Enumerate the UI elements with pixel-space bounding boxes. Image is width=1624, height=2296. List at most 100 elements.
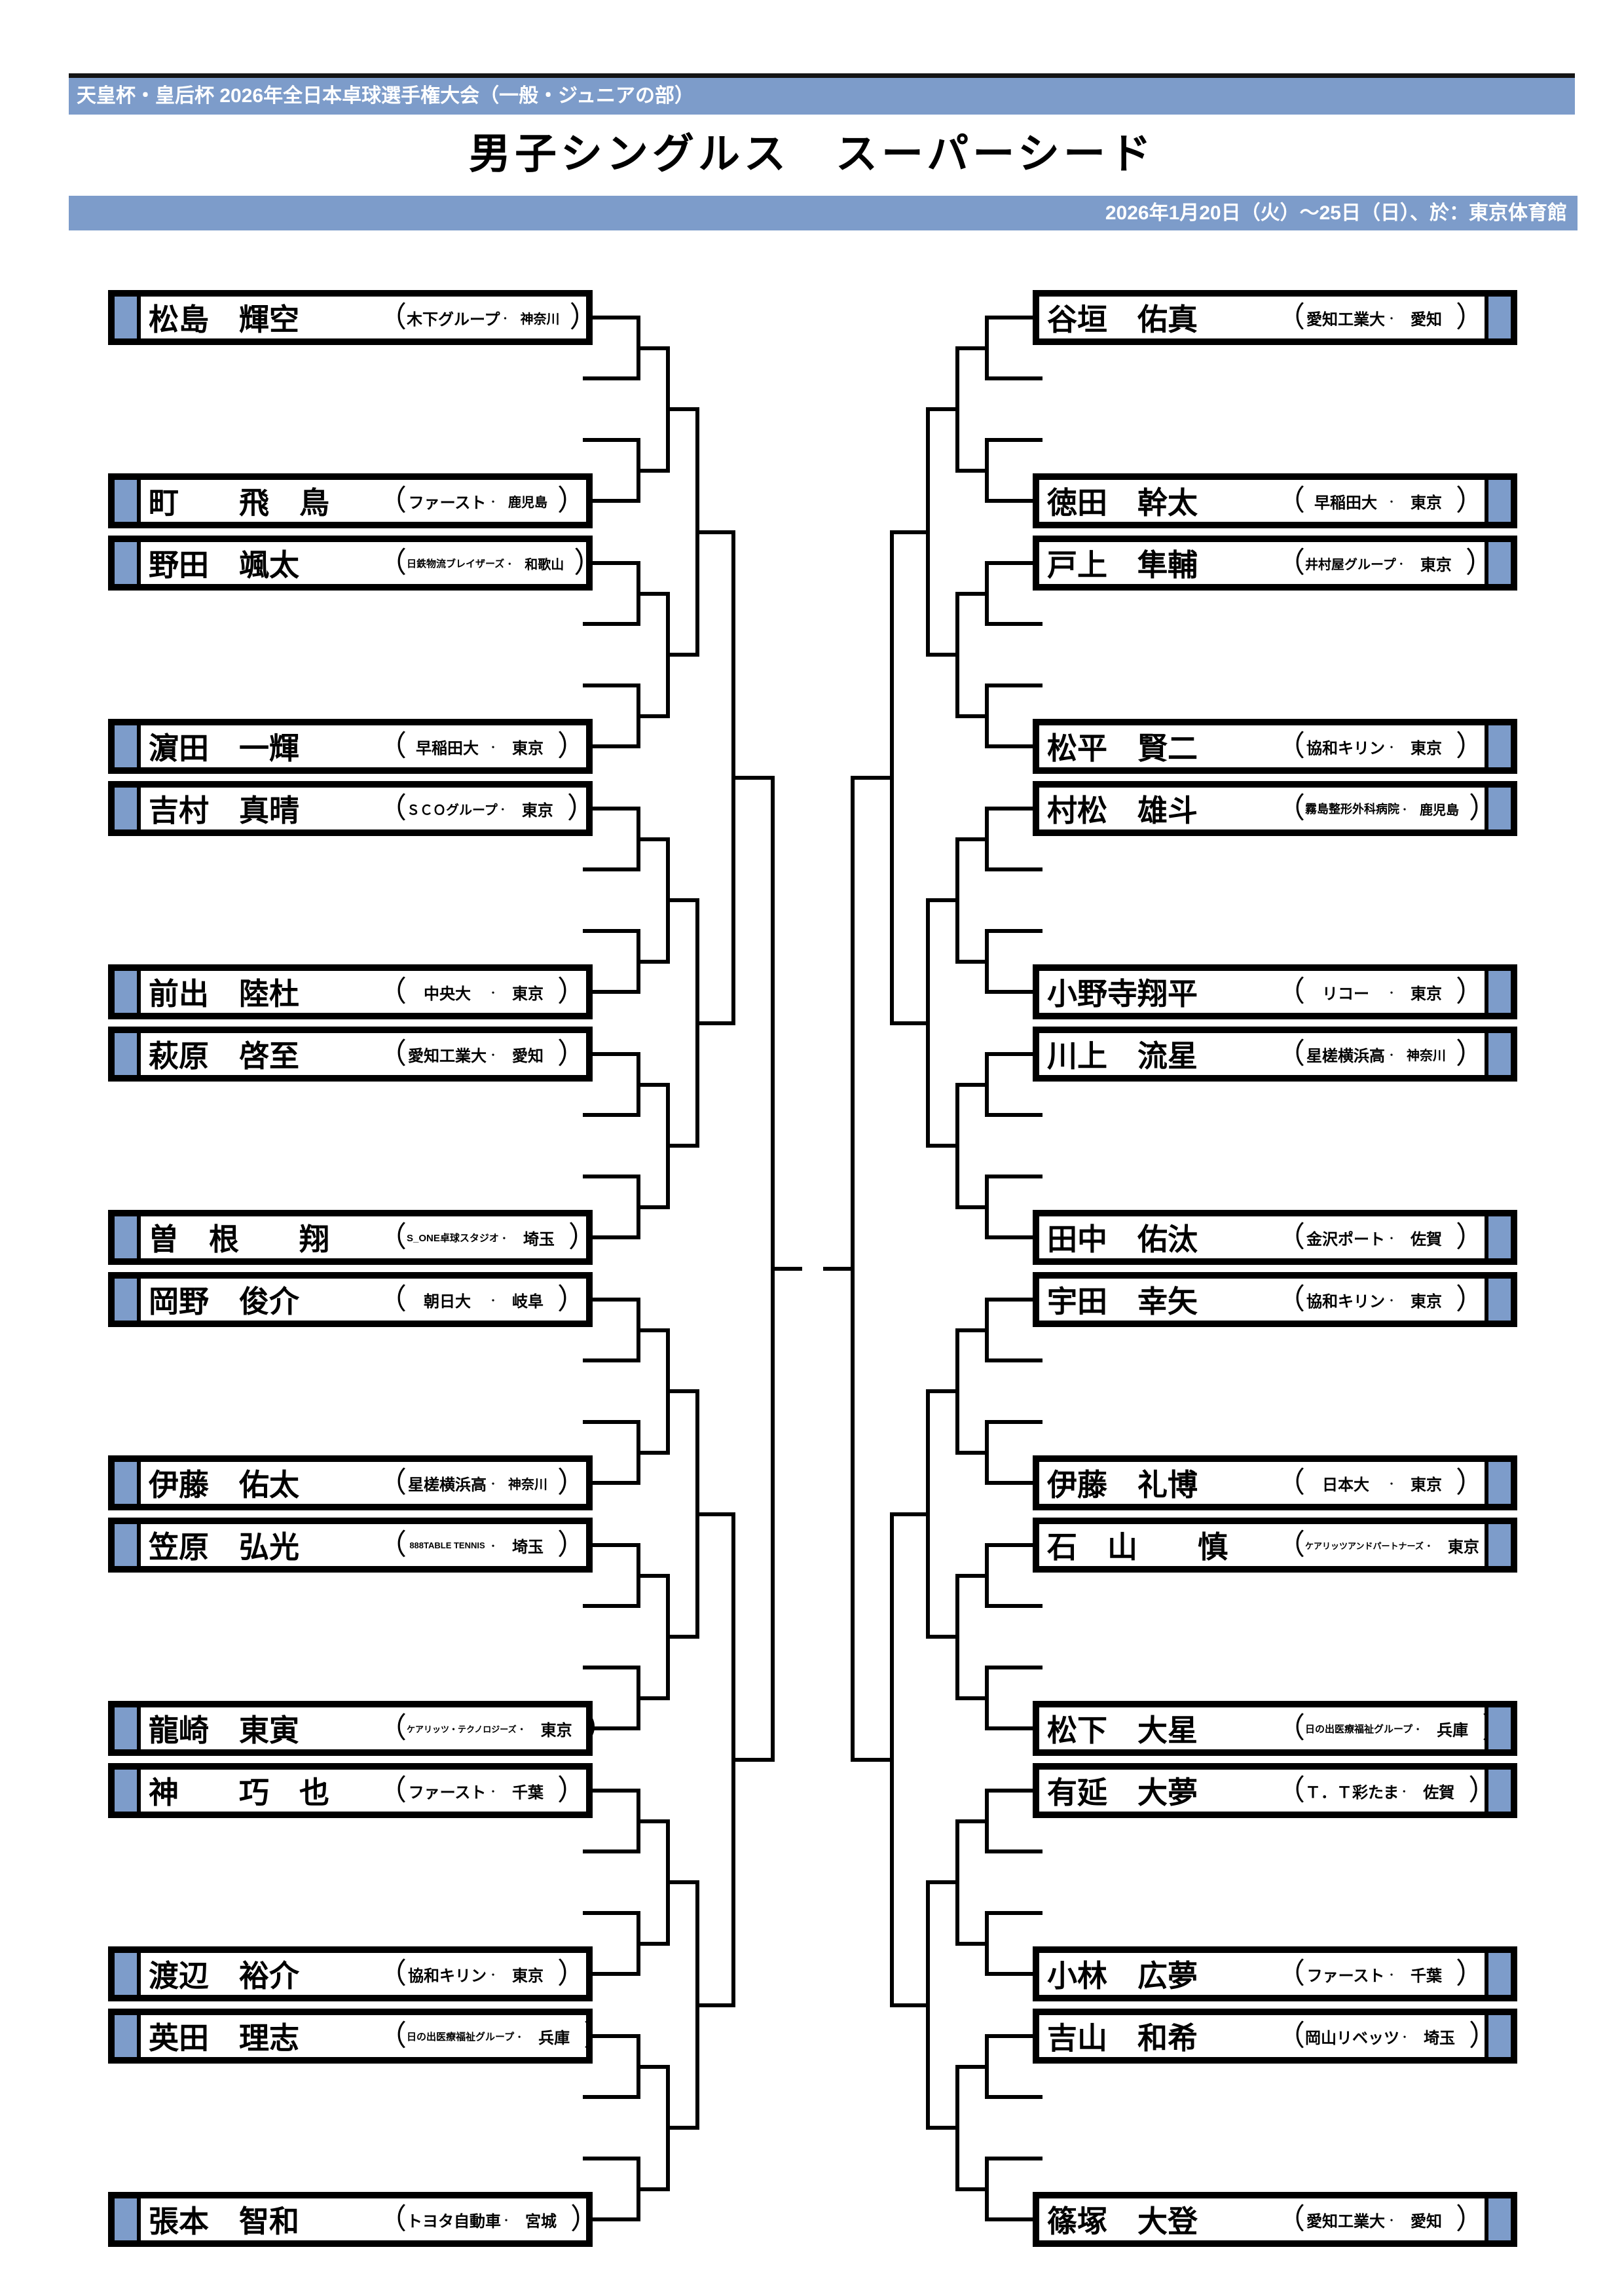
player-prefecture: 東京 — [512, 985, 544, 1003]
close-paren: ） — [1456, 1467, 1485, 1499]
bracket-line — [926, 1389, 959, 1393]
player-affiliation: ケアリッツアンドパートナーズ — [1305, 1540, 1424, 1551]
seed-marker — [115, 1279, 141, 1321]
bracket-line — [591, 990, 640, 994]
player-prefecture: 東京 — [521, 801, 553, 820]
player-prefecture: 鹿児島 — [508, 495, 547, 510]
seed-marker — [1485, 725, 1511, 767]
separator-dot: ・ — [1387, 496, 1396, 507]
player-prefecture: 埼玉 — [523, 1230, 555, 1248]
player-affiliation: ファースト — [408, 1783, 487, 1802]
bracket-line — [591, 2034, 640, 2038]
separator-dot: ・ — [489, 1969, 498, 1980]
player-affiliation: 愛知工業大 — [1306, 310, 1385, 329]
separator-dot: ・ — [489, 1478, 498, 1489]
player-affiliation: ファースト — [1306, 1967, 1385, 1985]
player-box: 岡野 俊介（朝日大・岐阜） — [108, 1272, 593, 1327]
player-affiliation: 朝日大 — [424, 1292, 471, 1311]
player-box: 松島 輝空（木下グループ・神奈川） — [108, 290, 599, 345]
bracket-line — [985, 1175, 1043, 1178]
bracket-line — [583, 2157, 640, 2160]
close-paren: ） — [1456, 2203, 1485, 2235]
separator-dot: ・ — [1387, 987, 1396, 998]
player-entry: 松島 輝空（木下グループ・神奈川） — [141, 297, 599, 338]
bracket-line — [591, 1789, 640, 1793]
seed-marker — [115, 2015, 141, 2057]
player-entry: 渡辺 裕介（協和キリン・東京） — [141, 1953, 586, 1995]
open-paren: （ — [1276, 1221, 1305, 1253]
bracket-line — [851, 1757, 894, 1762]
bracket-line — [890, 530, 930, 534]
open-paren: （ — [1276, 547, 1305, 579]
player-name: 張本 智和 — [149, 2204, 299, 2238]
page-title: 男子シングルス スーパーシード — [468, 130, 1156, 177]
separator-dot: ・ — [1399, 1786, 1409, 1796]
player-box: 松下 大星（日の出医療福祉グループ・兵庫） — [1033, 1701, 1517, 1756]
bracket-line — [666, 898, 699, 902]
player-affiliation: 中央大 — [424, 985, 471, 1003]
bracket-line — [955, 1573, 989, 1578]
player-name: 伊藤 佑太 — [149, 1468, 299, 1502]
separator-dot: ・ — [489, 1295, 498, 1305]
bracket-line — [637, 1205, 670, 1209]
open-paren: （ — [378, 792, 407, 824]
close-paren: ） — [557, 1283, 586, 1315]
seed-marker — [115, 725, 141, 767]
player-entry: 篠塚 大登（愛知工業大・愛知） — [1039, 2198, 1485, 2240]
player-entry: 村松 雄斗（霧島整形外科病院・鹿児島） — [1039, 788, 1498, 829]
bracket-line — [583, 622, 640, 626]
separator-dot: ・ — [1387, 1969, 1396, 1980]
bracket-line — [955, 346, 989, 350]
bracket-line — [591, 1726, 640, 1730]
player-box: 曽 根 翔（S_ONE卓球スタジオ・埼玉） — [108, 1210, 597, 1265]
separator-dot: ・ — [500, 1233, 509, 1243]
seed-marker — [1485, 2198, 1511, 2240]
bracket-line — [926, 1144, 959, 1148]
player-entry: 宇田 幸矢（協和キリン・東京） — [1039, 1279, 1485, 1321]
player-box: 宇田 幸矢（協和キリン・東京） — [1033, 1272, 1517, 1327]
player-affiliation: 協和キリン — [408, 1967, 487, 1985]
player-prefecture: 東京 — [540, 1721, 572, 1740]
seed-marker — [1485, 1707, 1511, 1749]
bracket-line — [955, 1328, 989, 1332]
bracket-line — [985, 499, 1035, 503]
seed-marker — [115, 480, 141, 522]
player-entry: 濵田 一輝（早稲田大・東京） — [141, 725, 586, 767]
player-prefecture: 東京 — [1447, 1538, 1479, 1556]
bracket-line — [985, 438, 1043, 442]
close-paren: ） — [557, 1958, 586, 1990]
player-entry: 野田 颯太（日鉄物流ブレイザーズ・和歌山） — [141, 542, 602, 584]
separator-dot: ・ — [489, 1540, 498, 1551]
bracket-line — [985, 1726, 1035, 1730]
player-entry: 龍崎 東寅（ケアリッツ・テクノロジーズ・東京） — [141, 1707, 615, 1749]
bracket-line — [985, 2157, 1043, 2160]
player-entry: 伊藤 礼博（日本大・東京） — [1039, 1462, 1485, 1504]
player-affiliation: 協和キリン — [1306, 739, 1385, 757]
bracket-line — [695, 1512, 735, 1516]
player-prefecture: 鹿児島 — [1420, 803, 1459, 818]
open-paren: （ — [378, 1712, 407, 1744]
separator-dot: ・ — [515, 2032, 524, 2042]
bracket-line — [637, 714, 670, 718]
bracket-line — [955, 714, 989, 718]
player-name: 宇田 幸矢 — [1047, 1285, 1198, 1319]
bracket-line — [583, 376, 640, 380]
bracket-line — [591, 1052, 640, 1056]
player-entry: 曽 根 翔（S_ONE卓球スタジオ・埼玉） — [141, 1216, 597, 1258]
player-box: 龍崎 東寅（ケアリッツ・テクノロジーズ・東京） — [108, 1701, 615, 1756]
seed-marker — [1485, 480, 1511, 522]
open-paren: （ — [1276, 301, 1305, 333]
player-prefecture: 千葉 — [1411, 1967, 1442, 1985]
player-name: 篠塚 大登 — [1047, 2204, 1198, 2238]
bracket-line — [955, 1082, 989, 1087]
separator-dot: ・ — [1387, 1478, 1396, 1489]
seed-marker — [115, 971, 141, 1013]
player-name: 小林 広夢 — [1047, 1959, 1198, 1993]
open-paren: （ — [378, 1529, 407, 1561]
player-name: 萩原 啓至 — [149, 1039, 299, 1073]
bracket-line — [637, 1941, 670, 1946]
player-prefecture: 宮城 — [525, 2212, 557, 2231]
bracket-line — [985, 316, 1035, 319]
bracket-line — [591, 561, 640, 565]
